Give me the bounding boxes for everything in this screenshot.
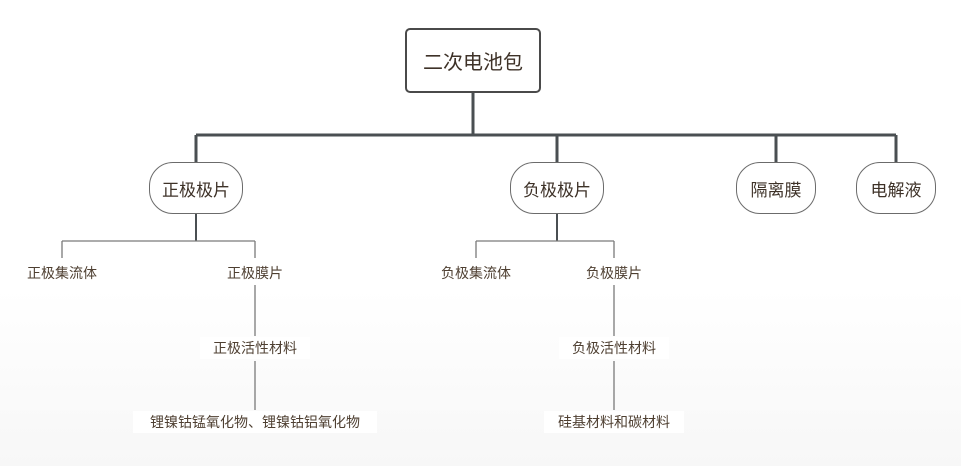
node-positive-film: 正极膜片 <box>219 262 291 284</box>
node-electrolyte: 电解液 <box>856 162 936 214</box>
node-negative-active-material: 负极活性材料 <box>559 337 669 359</box>
node-negative-plate: 负极极片 <box>510 162 604 214</box>
node-separator: 隔离膜 <box>736 162 816 214</box>
node-positive-active-material: 正极活性材料 <box>200 337 310 359</box>
node-positive-collector: 正极集流体 <box>16 262 108 284</box>
node-negative-collector: 负极集流体 <box>430 262 522 284</box>
node-positive-plate: 正极极片 <box>149 162 243 214</box>
node-positive-material-types: 锂镍钴锰氧化物、锂镍钴铝氧化物 <box>133 411 377 433</box>
node-negative-material-types: 硅基材料和碳材料 <box>544 411 684 433</box>
positive-sub-connectors <box>61 240 256 410</box>
main-connectors <box>194 93 898 162</box>
node-negative-film: 负极膜片 <box>578 262 650 284</box>
root-node: 二次电池包 <box>405 28 541 93</box>
negative-sub-connectors <box>475 240 615 410</box>
